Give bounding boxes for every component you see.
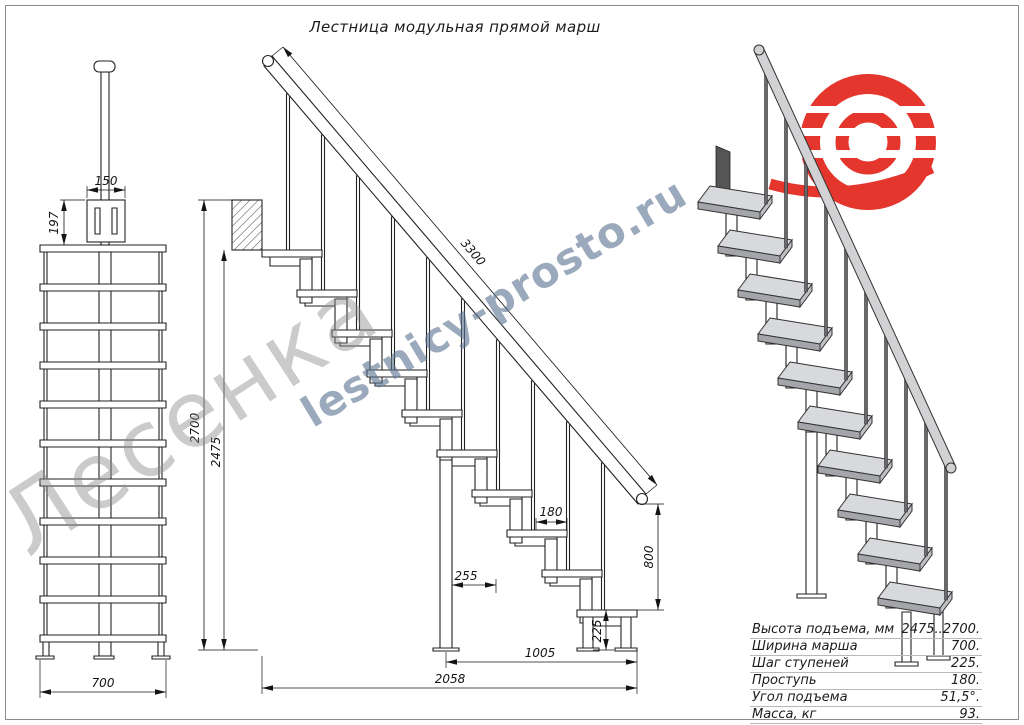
dim-3300: 3300 [458,236,489,269]
iso-rail-cap-top [753,44,765,56]
dim-3300-line [282,46,658,486]
front-rail-cap [93,60,116,73]
spec-label: Ширина марша [752,639,858,654]
front-feet [35,641,171,660]
spec-row-width: Ширина марша 700. [750,639,982,656]
spec-row-step: Шаг ступеней 225. [750,656,982,673]
dim-2475: 2475 [209,437,223,468]
side-support-legs [432,459,638,652]
spec-value: 700. [951,639,980,654]
spec-row-tread: Проступь 180. [750,673,982,690]
iso-tread-sides [759,194,953,617]
side-view: 2700 2475 3300 180 255 800 225 1005 2058 [188,46,664,694]
iso-legs [796,431,951,667]
iso-rail-cap-bottom [945,462,957,474]
drawing-title: Лестница модульная прямой марш [309,18,601,36]
dim-800: 800 [642,545,656,568]
spec-row-angle: Угол подъема 51,5°. [750,690,982,707]
dim-1005: 1005 [525,646,556,660]
spec-row-height: Высота подъема, мм 2475..2700. [750,622,982,639]
spec-row-mass: Масса, кг 93. [750,707,982,724]
spec-value: 93. [959,707,980,722]
side-rail-cap-bottom [635,492,649,506]
iso-view [697,44,957,667]
spec-value: 180. [951,673,980,688]
spec-value: 225. [951,656,980,671]
spec-value: 51,5°. [940,690,980,705]
dim-2058: 2058 [435,672,466,686]
side-rail-cap-top [261,54,275,68]
front-plate-slots [94,207,118,235]
iso-balusters [764,62,948,601]
logo-stripe-1 [786,106,950,113]
dim-225: 225 [590,620,604,643]
front-wall-plate [86,199,126,243]
front-center-column [98,244,112,657]
logo-inner-ring [835,109,901,175]
logo-outer-ring [800,74,936,210]
dim-700: 700 [92,676,115,690]
spec-label: Проступь [752,673,817,688]
logo-swoosh-tail [768,162,935,198]
brand-logo [768,74,950,210]
spec-label: Шаг ступеней [752,656,849,671]
spec-label: Высота подъема, мм [752,622,895,637]
dim-2700: 2700 [188,412,202,443]
front-steps [39,244,167,643]
front-view: 150 197 700 [35,60,171,698]
logo-stripe-2 [786,128,950,136]
spec-table: Высота подъема, мм 2475..2700. Ширина ма… [750,622,982,724]
dim-197: 197 [47,211,61,234]
spec-label: Масса, кг [752,707,817,722]
spec-value: 2475..2700. [901,622,980,637]
spec-label: Угол подъема [752,690,848,705]
wall-bracket [231,199,263,251]
dim-255: 255 [455,569,478,583]
dim-150: 150 [95,174,118,188]
dim-180: 180 [540,505,563,519]
side-extension-lines [198,46,664,694]
logo-stripe-3 [786,150,950,158]
